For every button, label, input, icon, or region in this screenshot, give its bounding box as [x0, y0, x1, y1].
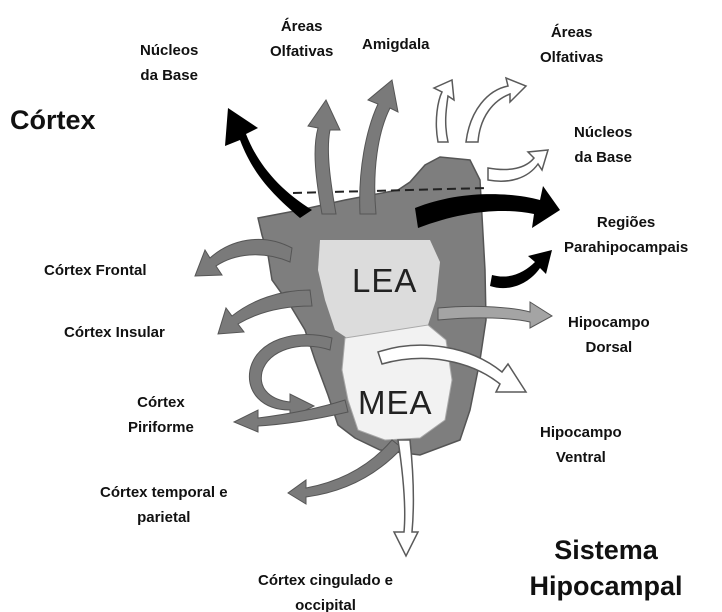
- label-line: Hipocampo: [568, 310, 650, 335]
- mea-zone: [342, 325, 452, 440]
- hippocampal-system-line2: Hipocampal: [496, 568, 716, 604]
- arrow-gray-cortex-temporal-parietal: [288, 440, 402, 504]
- label-areas-olfativas-right: Áreas Olfativas: [540, 20, 603, 70]
- label-line: Córtex temporal e: [100, 480, 228, 505]
- label-cortex-temporal-parietal: Córtex temporal e parietal: [100, 480, 228, 530]
- label-line: da Base: [574, 145, 632, 170]
- hippocampal-system-label: Sistema Hipocampal: [496, 532, 716, 604]
- label-amigdala: Amigdala: [362, 32, 430, 57]
- arrow-gray-cortex-piriforme-upper: [249, 335, 332, 418]
- arrow-white-areas-olfativas-right-2: [466, 78, 526, 142]
- lea-label: LEA: [352, 262, 417, 300]
- arrow-gray-areas-olfativas-left: [308, 100, 340, 214]
- label-hipocampo-dorsal: Hipocampo Dorsal: [568, 310, 650, 360]
- label-line: Áreas: [540, 20, 603, 45]
- mea-label: MEA: [358, 384, 433, 422]
- label-line: occipital: [258, 593, 393, 612]
- arrow-white-cortex-cingulado-occipital: [394, 440, 418, 556]
- label-cortex-frontal: Córtex Frontal: [44, 258, 147, 283]
- arrow-white-nucleos-base-right: [488, 150, 548, 181]
- label-line: Córtex: [128, 390, 194, 415]
- label-areas-olfativas-left: Áreas Olfativas: [270, 14, 333, 64]
- label-cortex-cingulado-occipital: Córtex cingulado e occipital: [258, 568, 393, 612]
- label-hipocampo-ventral: Hipocampo Ventral: [540, 420, 622, 470]
- label-line: Parahipocampais: [564, 235, 688, 260]
- label-regioes-parahipocampais: Regiões Parahipocampais: [564, 210, 688, 260]
- label-nucleos-base-right: Núcleos da Base: [574, 120, 632, 170]
- label-line: Núcleos: [140, 38, 198, 63]
- label-line: parietal: [100, 505, 228, 530]
- cortex-group-label: Córtex: [10, 102, 96, 138]
- label-line: Hipocampo: [540, 420, 622, 445]
- label-line: Núcleos: [574, 120, 632, 145]
- label-line: Ventral: [540, 445, 622, 470]
- label-line: Olfativas: [540, 45, 603, 70]
- label-line: Olfativas: [270, 39, 333, 64]
- label-nucleos-base-left: Núcleos da Base: [140, 38, 198, 88]
- label-line: Dorsal: [568, 335, 650, 360]
- label-line: Córtex cingulado e: [258, 568, 393, 593]
- label-line: da Base: [140, 63, 198, 88]
- label-line: Áreas: [270, 14, 333, 39]
- label-line: Piriforme: [128, 415, 194, 440]
- label-cortex-piriforme: Córtex Piriforme: [128, 390, 194, 440]
- arrow-white-areas-olfativas-right-1: [434, 80, 454, 142]
- arrow-dark-nucleos-left: [225, 108, 312, 218]
- label-cortex-insular: Córtex Insular: [64, 320, 165, 345]
- label-line: Regiões: [564, 210, 688, 235]
- hippocampal-system-line1: Sistema: [496, 532, 716, 568]
- arrow-dark-parahipocampal-lower: [490, 250, 552, 288]
